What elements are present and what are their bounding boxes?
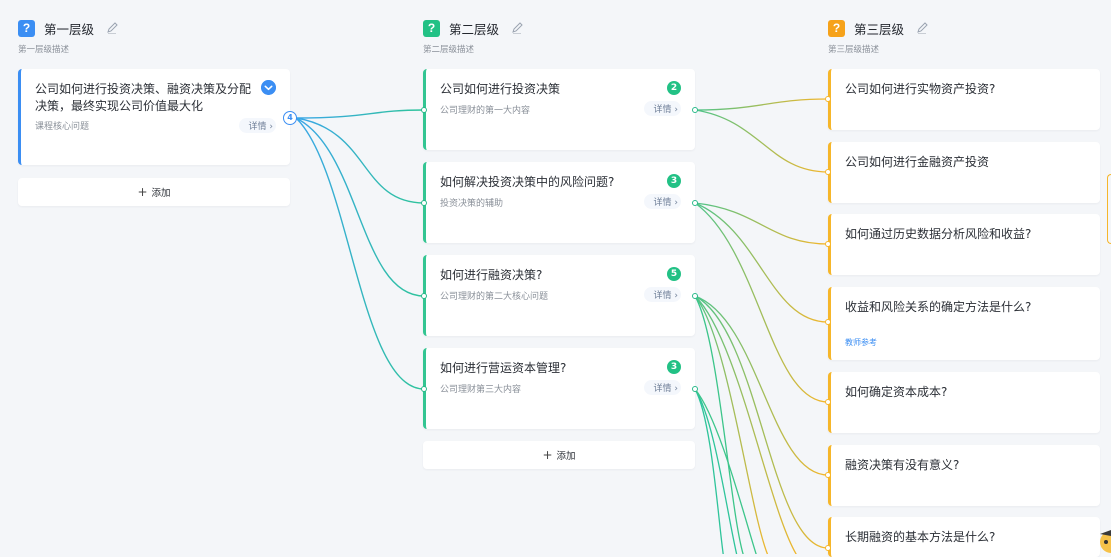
details-link[interactable]: 详情 › — [643, 287, 681, 302]
level3-help-icon: ? — [828, 19, 845, 37]
level3-card[interactable]: 如何确定资本成本? — [828, 372, 1100, 433]
card-subtitle: 公司理财的第二大核心问题 — [440, 292, 549, 302]
connector-dot — [825, 96, 831, 102]
connector-dot — [825, 169, 831, 175]
check-circle-icon[interactable] — [261, 80, 276, 95]
edge-l2-l3-l — [694, 388, 738, 554]
child-count-badge[interactable]: 4 — [283, 111, 297, 125]
edge-l1-l2-3 — [295, 117, 425, 297]
column-header-level1: ? 第一层级 第一层级描述 — [18, 19, 119, 59]
level2-card[interactable]: 如何进行融资决策? 公司理财的第二大核心问题 5 详情 › — [423, 255, 695, 336]
column-description: 第三层级描述 — [828, 45, 880, 55]
card-title: 如何进行营运资本管理? — [440, 361, 567, 375]
card-subtitle: 课程核心问题 — [35, 122, 90, 132]
details-link[interactable]: 详情 › — [238, 118, 276, 133]
card-title: 如何进行融资决策? — [440, 268, 543, 282]
column-title: 第三层级 — [854, 21, 905, 37]
add-level2-button[interactable]: +添加 — [423, 441, 695, 469]
assistant-mascot-icon[interactable] — [1097, 524, 1111, 554]
connector-dot — [825, 472, 831, 478]
level2-card[interactable]: 如何进行营运资本管理? 公司理财第三大内容 3 详情 › — [423, 348, 695, 429]
plus-icon: + — [137, 185, 148, 199]
side-panel-edge[interactable] — [1107, 174, 1111, 244]
plus-icon: + — [542, 448, 553, 462]
edge-l2-l3-j — [694, 295, 744, 554]
edge-l2-l3-e — [694, 202, 829, 403]
level3-card[interactable]: 融资决策有没有意义? — [828, 445, 1100, 506]
card-title: 如何解决投资决策中的风险问题? — [440, 175, 615, 189]
teacher-reference-link[interactable]: 教师参考 — [845, 338, 877, 347]
connector-dot — [421, 386, 427, 392]
count-badge: 3 — [667, 360, 681, 374]
add-label: 添加 — [151, 188, 171, 199]
card-title: 如何确定资本成本? — [845, 385, 948, 399]
edge-l2-l3-i — [694, 295, 769, 554]
card-title: 公司如何进行金融资产投资 — [845, 155, 990, 169]
card-title: 收益和风险关系的确定方法是什么? — [845, 300, 1032, 314]
edge-l2-l3-a — [694, 98, 829, 111]
edge-l1-l2-2 — [295, 117, 425, 204]
edge-l1-l2-1 — [295, 109, 425, 119]
card-subtitle: 公司理财第三大内容 — [440, 385, 522, 395]
edit-icon[interactable] — [510, 21, 524, 35]
card-title: 融资决策有没有意义? — [845, 458, 960, 472]
connector-dot — [421, 107, 427, 113]
column-description: 第二层级描述 — [423, 45, 475, 55]
edit-icon[interactable] — [105, 21, 119, 35]
connector-dot — [421, 200, 427, 206]
edit-icon[interactable] — [915, 21, 929, 35]
card-title: 公司如何进行投资决策 — [440, 82, 561, 96]
connector-dot — [692, 293, 698, 299]
connector-dot — [692, 200, 698, 206]
level3-card[interactable]: 如何通过历史数据分析风险和收益? — [828, 214, 1100, 275]
level1-card[interactable]: 公司如何进行投资决策、融资决策及分配决策，最终实现公司价值最大化 课程核心问题 … — [18, 69, 290, 165]
level3-card[interactable]: 长期融资的基本方法是什么? — [828, 517, 1100, 557]
card-title: 公司如何进行实物资产投资? — [845, 82, 996, 96]
column-description: 第一层级描述 — [18, 45, 70, 55]
card-title: 公司如何进行投资决策、融资决策及分配决策，最终实现公司价值最大化 — [35, 82, 252, 113]
level2-card[interactable]: 如何解决投资决策中的风险问题? 投资决策的辅助 3 详情 › — [423, 162, 695, 243]
edge-l2-l3-c — [694, 202, 829, 245]
connector-dot — [692, 386, 698, 392]
column-title: 第一层级 — [44, 21, 95, 37]
card-subtitle: 公司理财的第一大内容 — [440, 106, 531, 116]
level3-card[interactable]: 收益和风险关系的确定方法是什么? 教师参考 — [828, 287, 1100, 360]
connector-dot — [692, 107, 698, 113]
details-link[interactable]: 详情 › — [643, 194, 681, 209]
card-title: 如何通过历史数据分析风险和收益? — [845, 227, 1032, 241]
edge-l2-l3-f — [694, 295, 829, 476]
column-header-level2: ? 第二层级 第二层级描述 — [423, 19, 524, 59]
edge-l1-l2-4 — [295, 117, 425, 390]
connector-dot — [421, 293, 427, 299]
level3-card[interactable]: 公司如何进行金融资产投资 — [828, 142, 1100, 203]
edge-l2-l3-d — [694, 202, 829, 323]
connector-dot — [825, 545, 831, 551]
connector-dot — [825, 319, 831, 325]
edge-l2-l3-h — [694, 295, 797, 554]
edge-l2-l3-b — [694, 109, 829, 173]
edge-l2-l3-k — [694, 388, 724, 554]
count-badge: 3 — [667, 174, 681, 188]
add-level1-button[interactable]: +添加 — [18, 178, 290, 206]
level2-card[interactable]: 公司如何进行投资决策 公司理财的第一大内容 2 详情 › — [423, 69, 695, 150]
column-title: 第二层级 — [449, 21, 500, 37]
card-title: 长期融资的基本方法是什么? — [845, 530, 996, 544]
column-header-level3: ? 第三层级 第三层级描述 — [828, 19, 929, 59]
count-badge: 5 — [667, 267, 681, 281]
card-subtitle: 投资决策的辅助 — [440, 199, 504, 209]
connector-dot — [825, 399, 831, 405]
level1-help-icon: ? — [18, 19, 35, 37]
level3-card[interactable]: 公司如何进行实物资产投资? — [828, 69, 1100, 130]
connector-dot — [825, 241, 831, 247]
add-label: 添加 — [556, 451, 576, 462]
details-link[interactable]: 详情 › — [643, 380, 681, 395]
edge-l2-l3-m — [694, 388, 757, 554]
edge-l2-l3-g — [694, 295, 829, 549]
count-badge: 2 — [667, 81, 681, 95]
level2-help-icon: ? — [423, 19, 440, 37]
details-link[interactable]: 详情 › — [643, 101, 681, 116]
